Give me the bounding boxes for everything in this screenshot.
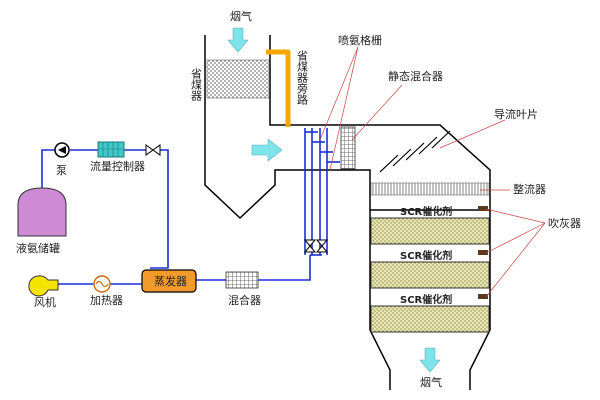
- mixer: [225, 271, 259, 289]
- scr-catalyst-label-1: SCR催化剂: [400, 205, 452, 218]
- static-mixer: [340, 126, 356, 170]
- control-valve-1-icon: [303, 239, 317, 253]
- ammonia-storage-tank: [17, 187, 67, 237]
- soot-blower-label: 吹灰器: [548, 216, 581, 230]
- soot-blower-1: [478, 206, 488, 211]
- guide-vanes: [379, 130, 451, 173]
- pump-label: 泵: [56, 164, 67, 177]
- flue-gas-flow-arrow-icon: [251, 138, 283, 162]
- pump-icon: [54, 142, 70, 158]
- economizer-bypass-pipe: [266, 49, 291, 127]
- fan-label: 风机: [34, 295, 56, 309]
- flow-controller-label: 流量控制器: [90, 159, 145, 173]
- economizer-bypass-label: 省煤器旁路: [296, 50, 309, 106]
- soot-blower-3: [478, 294, 488, 299]
- mixer-label: 混合器: [228, 293, 261, 307]
- ammonia-tank-label: 液氨储罐: [16, 241, 60, 255]
- heater-icon: [93, 275, 111, 293]
- economizer-label: 省煤器: [190, 68, 203, 102]
- flue-gas-out-label: 烟气: [420, 375, 442, 389]
- flue-gas-out-arrow-icon: [419, 347, 441, 373]
- leader-lines: [319, 46, 546, 298]
- flue-gas-in-label: 烟气: [230, 9, 252, 23]
- ammonia-grid-label: 喷氨格栅: [338, 33, 382, 47]
- heater-label: 加热器: [90, 294, 123, 307]
- ammonia-supply-pipes: [41, 149, 322, 285]
- scr-catalyst-layer-2: [370, 261, 490, 289]
- fan-icon: [28, 275, 59, 297]
- scr-catalyst-layer-3: [370, 305, 490, 333]
- soot-blower-2: [478, 250, 488, 255]
- supply-valve-icon: [145, 144, 161, 156]
- control-valve-2-icon: [315, 239, 329, 253]
- flow-controller: [97, 141, 125, 158]
- rectifier-label: 整流器: [513, 182, 546, 196]
- scr-catalyst-label-2: SCR催化剂: [400, 249, 452, 262]
- guide-vanes-label: 导流叶片: [494, 107, 538, 121]
- scr-catalyst-layer-1: [370, 217, 490, 245]
- scr-catalyst-label-3: SCR催化剂: [400, 293, 452, 306]
- ammonia-injection-grid: [304, 128, 340, 255]
- boiler-outline: [204, 35, 340, 220]
- flow-rectifier: [370, 182, 490, 196]
- evaporator-label: 蒸发器: [154, 274, 187, 288]
- flow-controller-pattern: [98, 142, 124, 157]
- flue-gas-in-arrow-icon: [227, 27, 249, 53]
- economizer-bank: [206, 59, 270, 99]
- evaporator: [141, 269, 197, 293]
- static-mixer-label: 静态混合器: [388, 69, 443, 83]
- duct-outline: [340, 124, 491, 390]
